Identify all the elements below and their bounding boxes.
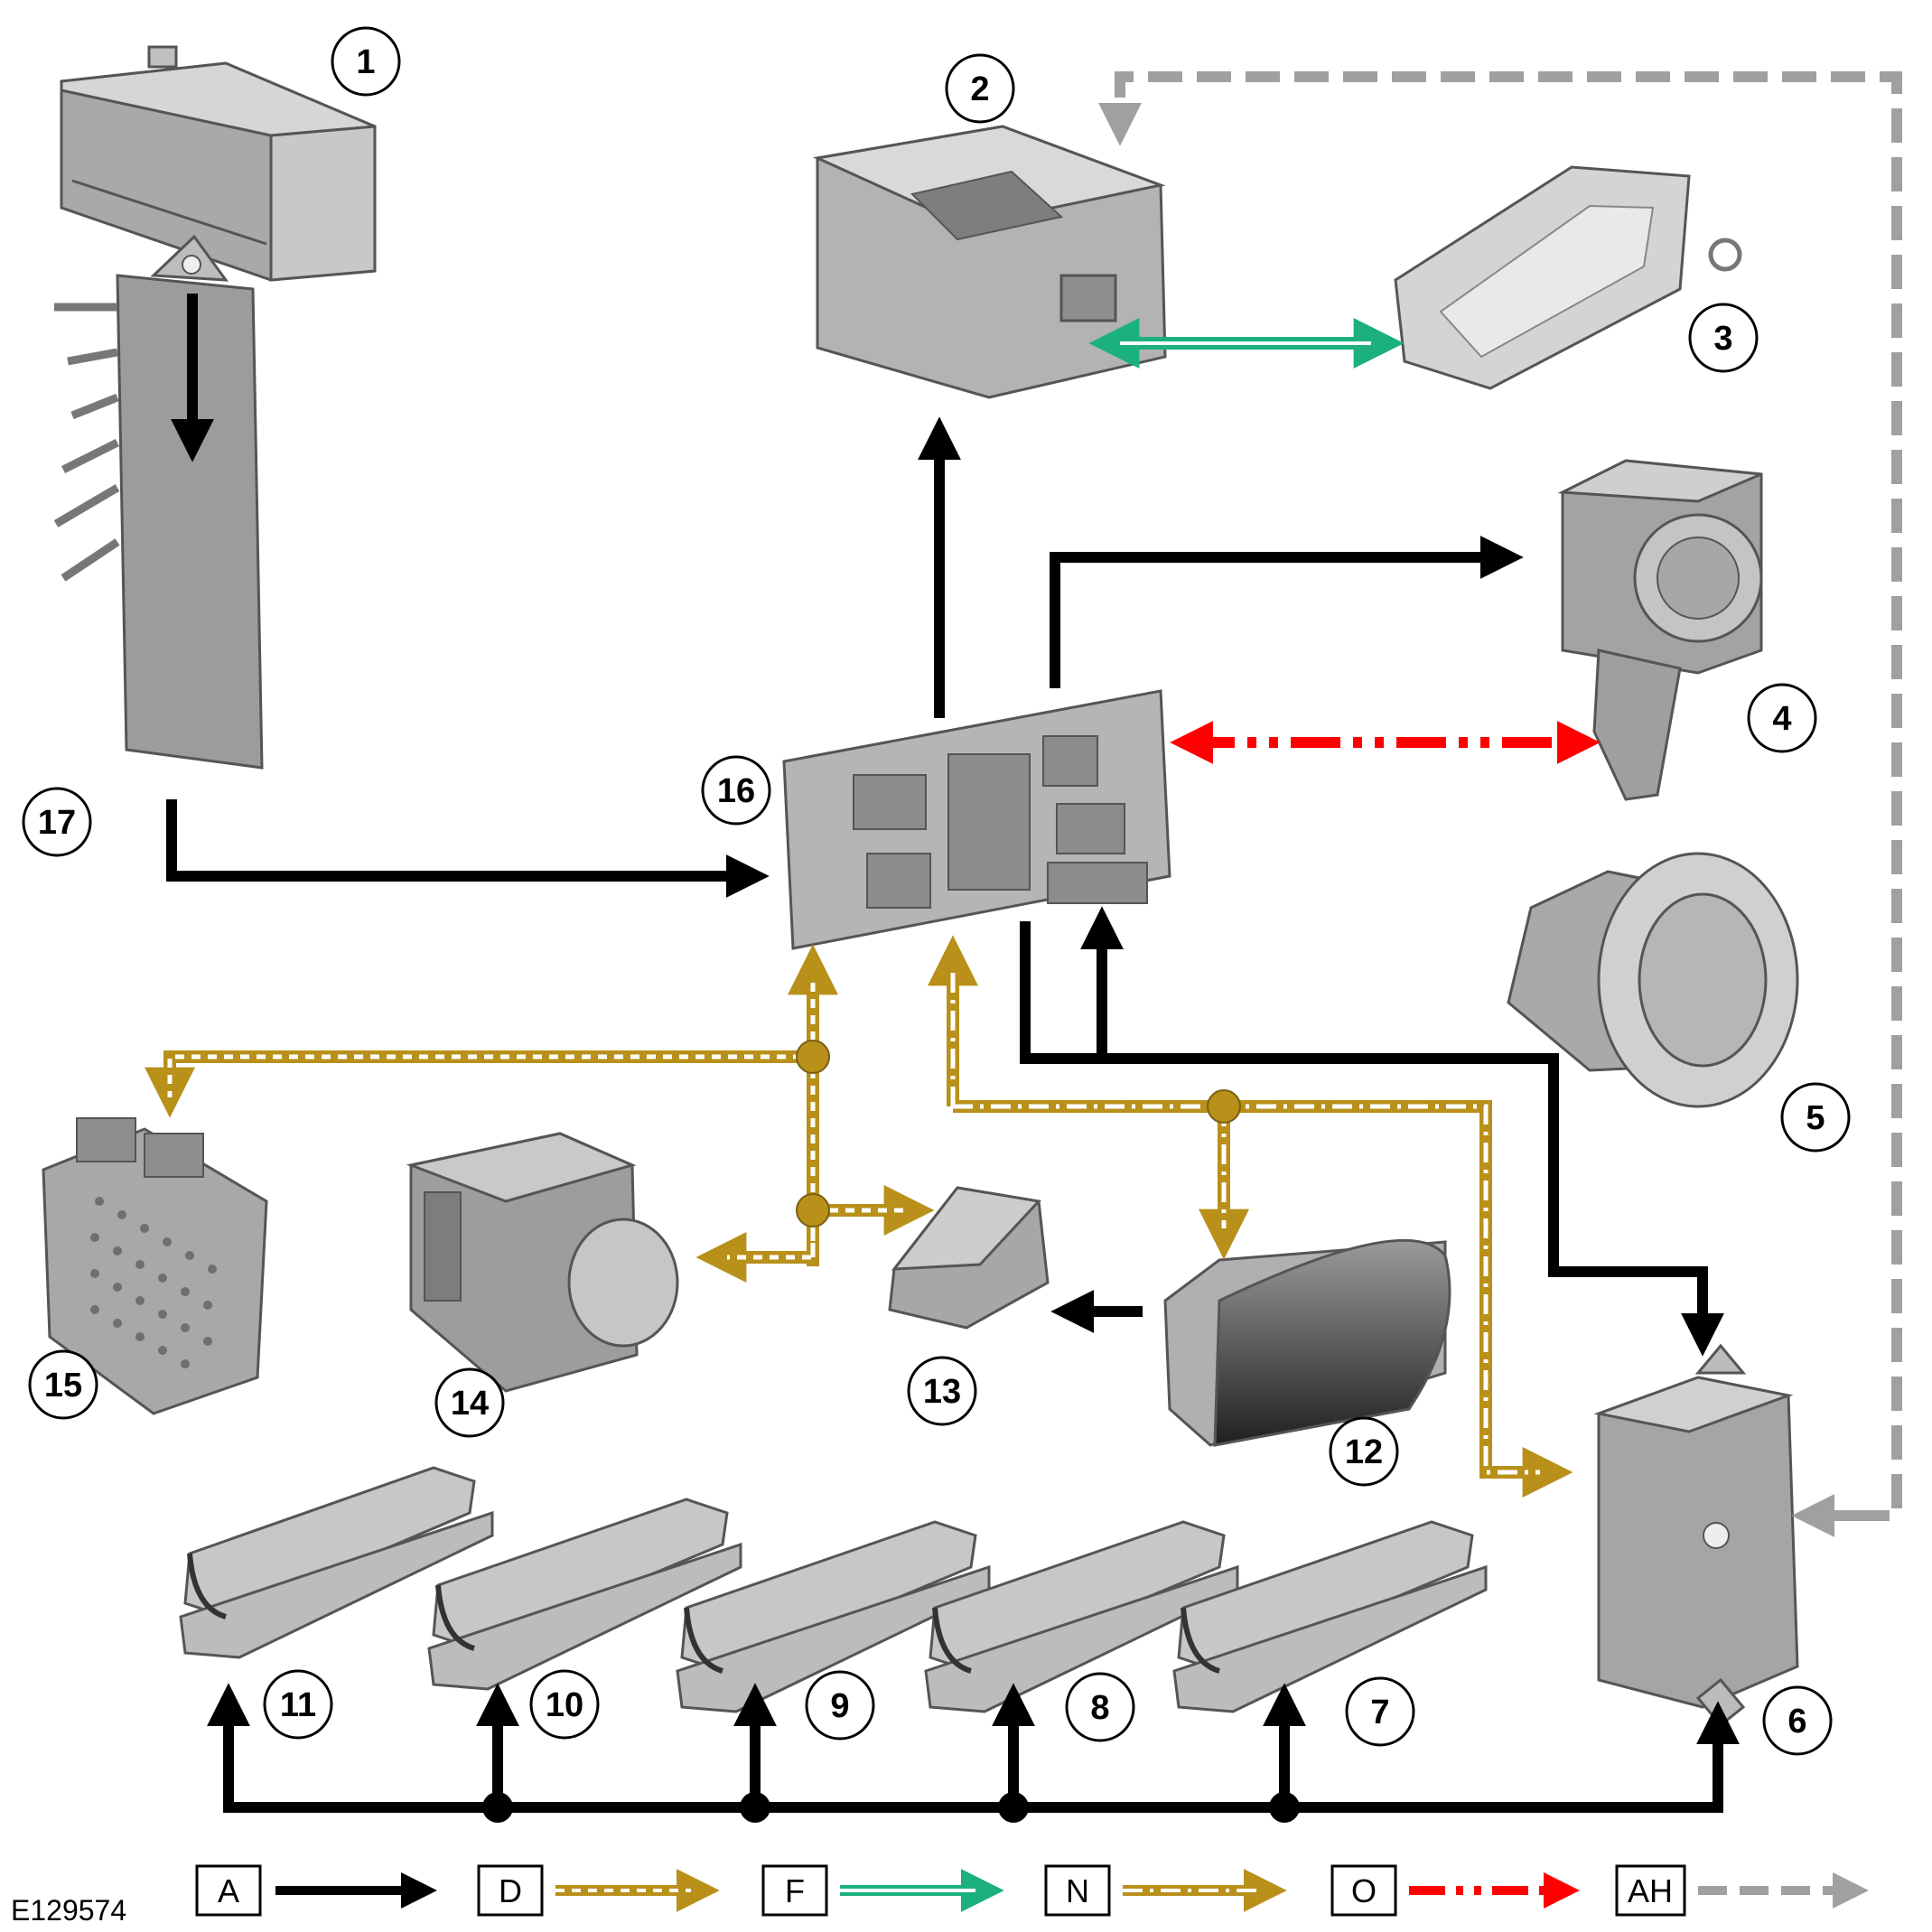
wire-5-to-16	[1080, 906, 1495, 1064]
bus-junctions	[482, 1792, 1300, 1823]
fuse-box-16	[782, 689, 1171, 950]
antenna-7	[1172, 1520, 1488, 1713]
legend-item-a: A	[195, 1864, 438, 1917]
wire-16-to-4	[1050, 536, 1524, 688]
svg-text:AH: AH	[1628, 1872, 1673, 1909]
svg-text:5: 5	[1806, 1099, 1825, 1137]
wire-16-to-6	[1020, 921, 1724, 1357]
callout-14: 14	[434, 1367, 505, 1438]
antenna-11	[179, 1466, 494, 1659]
svg-text:6: 6	[1787, 1703, 1806, 1741]
svg-text:8: 8	[1090, 1689, 1109, 1727]
antenna-10	[427, 1498, 742, 1691]
svg-text:16: 16	[717, 772, 755, 810]
receiver-module-2	[812, 125, 1167, 399]
callout-11: 11	[263, 1669, 333, 1740]
callout-8: 8	[1065, 1672, 1135, 1742]
smart-key-3	[1394, 165, 1742, 390]
callout-4: 4	[1747, 683, 1817, 753]
legend-item-f: F	[761, 1864, 1004, 1917]
antenna-8	[924, 1520, 1239, 1713]
svg-text:2: 2	[970, 70, 989, 108]
engine-control-module-15	[42, 1117, 268, 1415]
callout-16: 16	[701, 755, 771, 826]
svg-text:O: O	[1351, 1872, 1377, 1909]
hardwired-connections	[166, 294, 1740, 1813]
figure-reference: E129574	[11, 1894, 126, 1927]
svg-text:14: 14	[451, 1385, 489, 1423]
svg-text:1: 1	[356, 43, 375, 81]
svg-text:10: 10	[546, 1686, 583, 1724]
module-13	[888, 1186, 1050, 1330]
svg-text:4: 4	[1772, 700, 1791, 738]
start-button-5	[1507, 852, 1799, 1108]
callout-2: 2	[945, 53, 1015, 124]
antenna-9	[676, 1520, 991, 1713]
svg-text:7: 7	[1370, 1694, 1389, 1731]
callout-15: 15	[28, 1349, 98, 1420]
svg-text:F: F	[785, 1872, 805, 1909]
callout-9: 9	[805, 1670, 875, 1741]
svg-text:15: 15	[44, 1367, 82, 1405]
legend-item-d: D	[477, 1864, 720, 1917]
svg-text:13: 13	[923, 1373, 961, 1411]
can-d-connections	[145, 944, 935, 1283]
battery-component	[60, 45, 377, 282]
abs-module-14	[406, 1132, 679, 1393]
callout-5: 5	[1780, 1082, 1851, 1153]
instrument-cluster-12	[1163, 1238, 1451, 1447]
svg-text:12: 12	[1345, 1433, 1383, 1471]
callout-6: 6	[1762, 1685, 1833, 1756]
svg-text:N: N	[1066, 1872, 1089, 1909]
callout-13: 13	[907, 1356, 977, 1426]
svg-text:3: 3	[1713, 320, 1732, 358]
wire-antenna-bus	[207, 1683, 498, 1813]
svg-text:A: A	[218, 1872, 239, 1909]
module-6	[1593, 1343, 1799, 1728]
svg-text:11: 11	[280, 1686, 316, 1724]
callout-12: 12	[1329, 1416, 1399, 1487]
sounder-4	[1557, 459, 1763, 801]
grey-dashed-connection	[1098, 71, 1902, 1537]
legend-item-n: N	[1044, 1864, 1287, 1917]
svg-text:17: 17	[38, 804, 76, 842]
svg-text:9: 9	[830, 1687, 849, 1725]
legend: A D F N O AH	[195, 1864, 1870, 1917]
callout-1: 1	[331, 26, 401, 97]
callout-17: 17	[22, 787, 92, 857]
can-n-connections	[928, 935, 1573, 1498]
legend-item-o: O	[1330, 1864, 1581, 1917]
callout-3: 3	[1688, 303, 1759, 373]
control-module-17	[53, 234, 264, 770]
wire-17-to-16	[166, 799, 770, 898]
callout-10: 10	[529, 1669, 600, 1740]
svg-text:D: D	[499, 1872, 522, 1909]
callout-7: 7	[1345, 1676, 1415, 1747]
legend-item-ah: AH	[1615, 1864, 1870, 1917]
